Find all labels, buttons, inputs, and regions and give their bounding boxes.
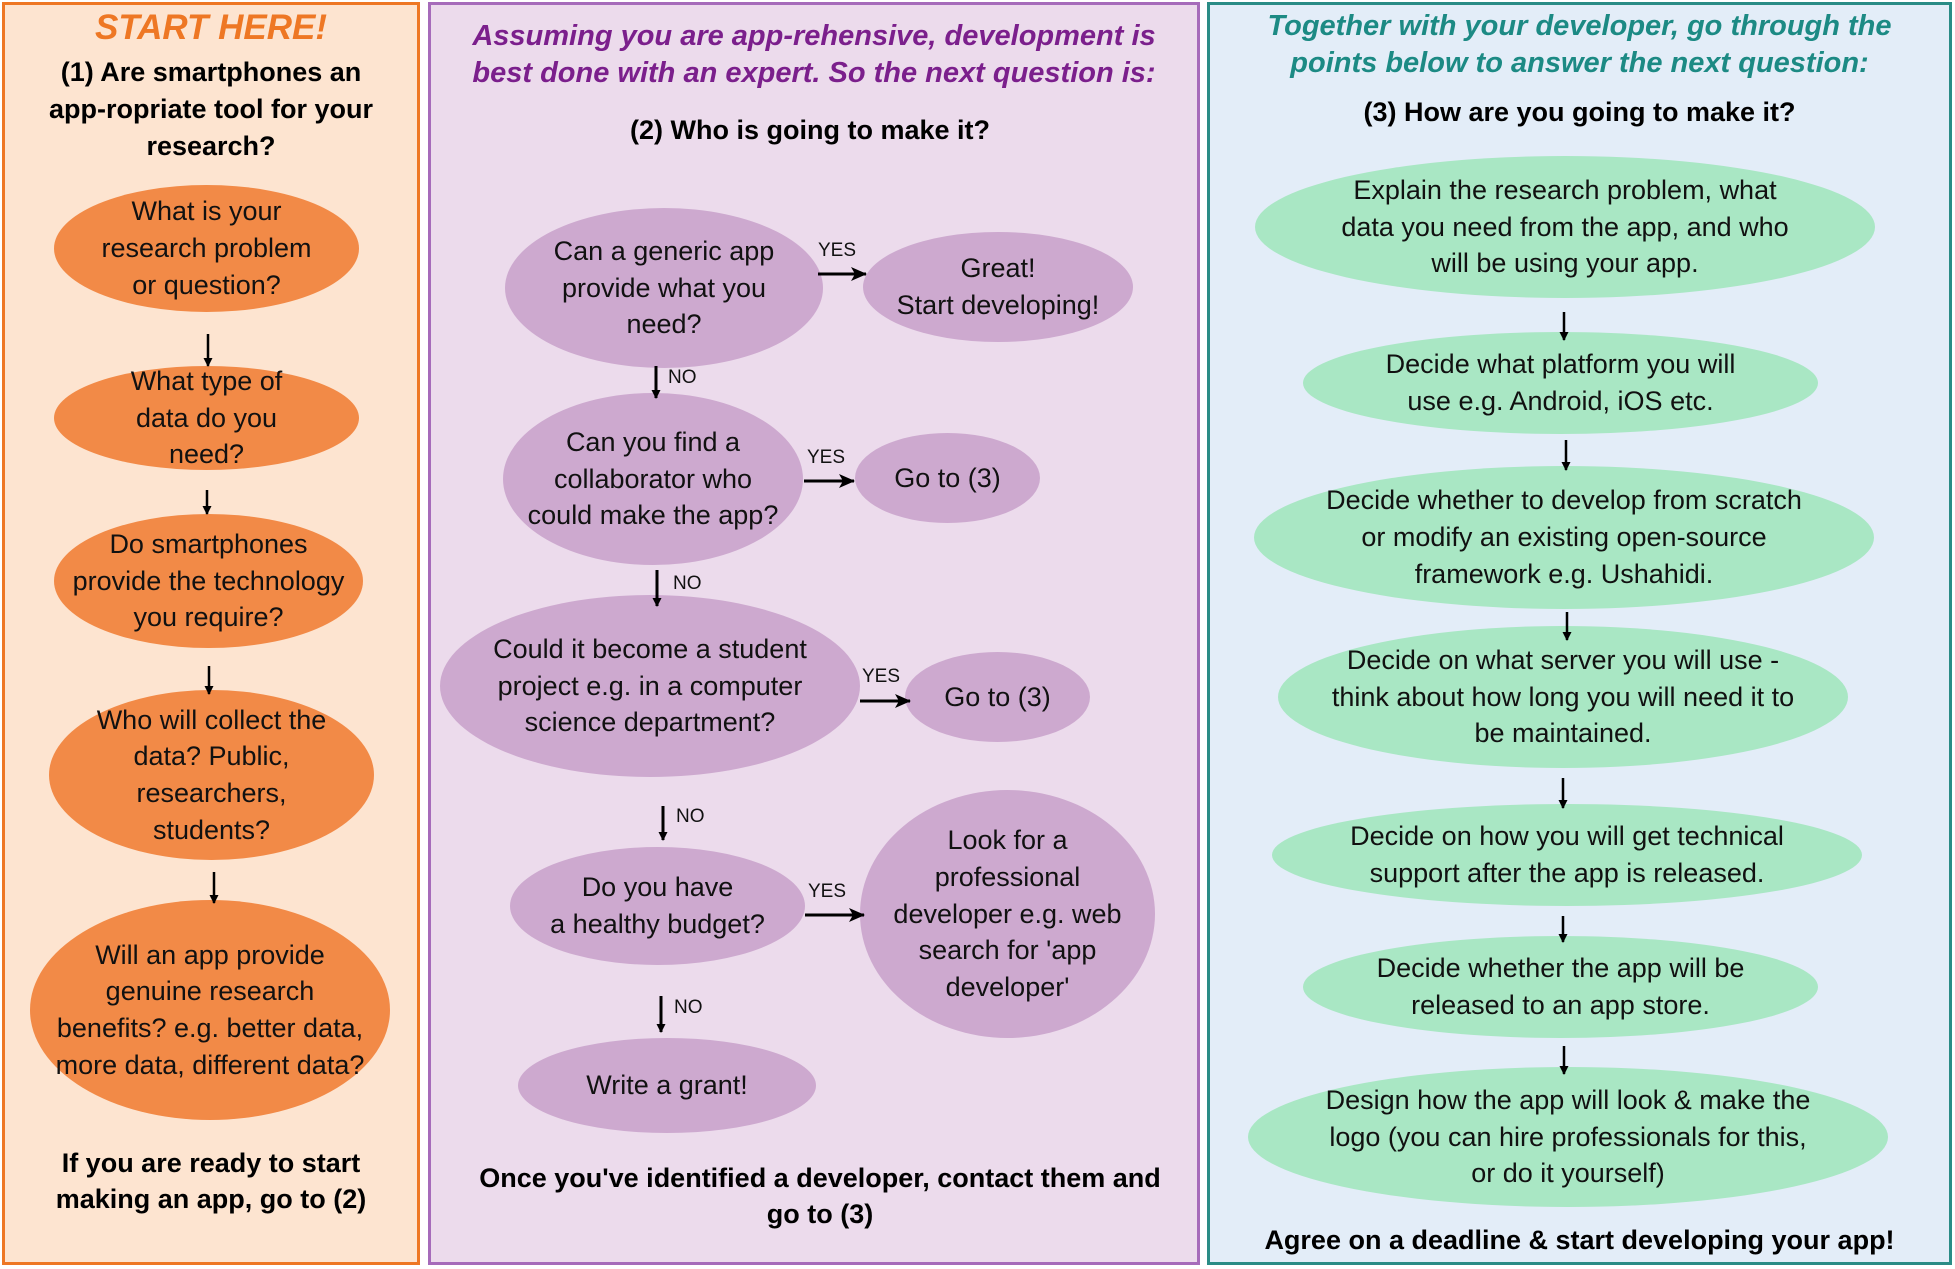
label-no-generic: NO bbox=[668, 367, 697, 388]
node-decide-platform: Decide what platform you will use e.g. A… bbox=[1303, 332, 1818, 434]
node-go-to-3-a: Go to (3) bbox=[855, 433, 1040, 523]
node-data-type: What type of data do you need? bbox=[54, 366, 359, 470]
node-write-grant: Write a grant! bbox=[518, 1038, 816, 1133]
node-smartphone-tech: Do smartphones provide the technology yo… bbox=[54, 514, 363, 648]
start-here-header: START HERE! bbox=[94, 8, 328, 47]
panel3-header: Together with your developer, go through… bbox=[1267, 10, 1892, 79]
node-go-to-3-b: Go to (3) bbox=[905, 652, 1090, 742]
node-decide-framework: Decide whether to develop from scratch o… bbox=[1254, 466, 1874, 609]
question-3: (3) How are you going to make it? bbox=[1363, 97, 1796, 127]
node-student-project: Could it become a student project e.g. i… bbox=[440, 595, 860, 777]
label-no-budget: NO bbox=[674, 997, 703, 1018]
node-research-problem: What is your research problem or questio… bbox=[54, 185, 359, 312]
question-1: (1) Are smartphones an app-ropriate tool… bbox=[49, 57, 373, 161]
node-decide-server: Decide on what server you will use - thi… bbox=[1278, 626, 1848, 768]
footer-go-to-2: If you are ready to start making an app,… bbox=[55, 1148, 367, 1215]
node-research-benefits: Will an app provide genuine research ben… bbox=[30, 900, 390, 1120]
node-generic-app: Can a generic app provide what you need? bbox=[505, 208, 823, 368]
label-yes-generic: YES bbox=[818, 240, 857, 261]
node-find-collaborator: Can you find a collaborator who could ma… bbox=[503, 393, 803, 565]
footer-agree-deadline: Agree on a deadline & start developing y… bbox=[1264, 1225, 1895, 1255]
label-yes-collab: YES bbox=[807, 447, 846, 468]
label-yes-budget: YES bbox=[808, 881, 847, 902]
node-design-logo: Design how the app will look & make the … bbox=[1248, 1067, 1888, 1207]
node-technical-support: Decide on how you will get technical sup… bbox=[1272, 804, 1862, 906]
label-no-student: NO bbox=[676, 806, 705, 827]
node-explain-problem: Explain the research problem, what data … bbox=[1255, 156, 1875, 298]
label-no-collab: NO bbox=[673, 573, 702, 594]
node-professional-developer: Look for a professional developer e.g. w… bbox=[860, 790, 1155, 1038]
question-2: (2) Who is going to make it? bbox=[630, 115, 990, 145]
panel2-header: Assuming you are app-rehensive, developm… bbox=[472, 20, 1156, 89]
node-who-collects: Who will collect the data? Public, resea… bbox=[49, 690, 374, 860]
footer-contact-developer: Once you've identified a developer, cont… bbox=[479, 1163, 1161, 1230]
node-healthy-budget: Do you have a healthy budget? bbox=[510, 847, 805, 965]
node-app-store: Decide whether the app will be released … bbox=[1303, 936, 1818, 1038]
node-start-developing: Great! Start developing! bbox=[863, 232, 1133, 342]
label-yes-student: YES bbox=[862, 666, 901, 687]
